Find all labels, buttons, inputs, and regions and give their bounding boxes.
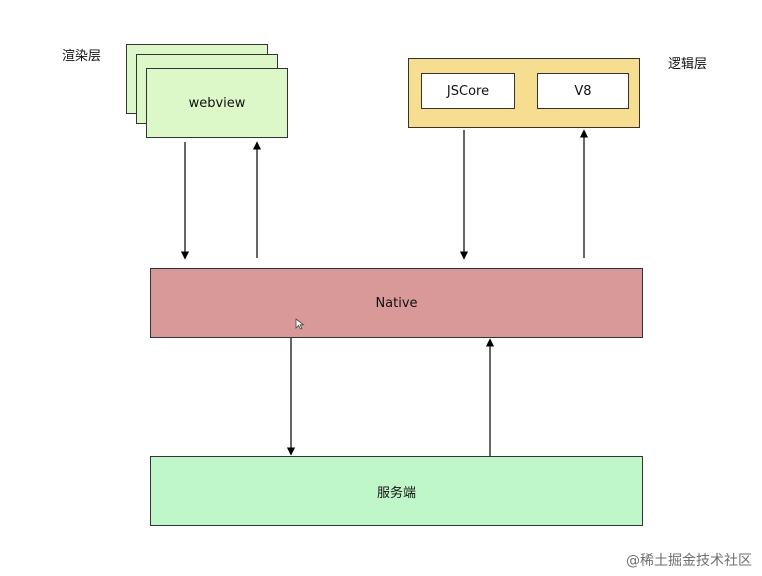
- webview-label: webview: [188, 95, 246, 111]
- native-box: Native: [150, 268, 643, 338]
- mouse-pointer-icon: [295, 318, 305, 330]
- watermark: @稀土掘金技术社区: [626, 553, 752, 569]
- v8-box: V8: [537, 73, 629, 109]
- server-label: 服务端: [376, 485, 416, 501]
- logic-layer-label: 逻辑层: [668, 57, 708, 72]
- logic-layer-box: JSCore V8: [408, 58, 640, 128]
- jscore-label: JSCore: [446, 83, 490, 99]
- render-layer-label: 渲染层: [62, 49, 102, 64]
- render-layer-stack: webview: [126, 44, 296, 140]
- server-box: 服务端: [150, 456, 643, 526]
- render-layer-sheet-front: webview: [146, 68, 288, 138]
- native-label: Native: [375, 295, 418, 311]
- jscore-box: JSCore: [421, 73, 515, 109]
- v8-label: V8: [574, 83, 592, 99]
